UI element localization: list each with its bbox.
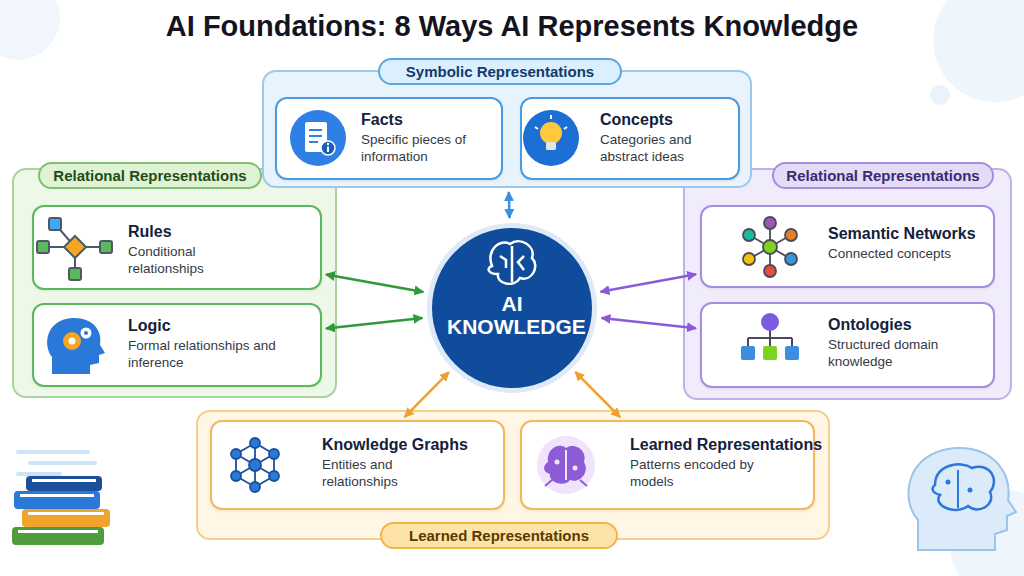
head-illustration-part bbox=[946, 480, 951, 485]
box-description: Structured domain knowledge bbox=[828, 337, 968, 371]
hub-circle-ring bbox=[427, 223, 597, 393]
box-description: Categories and abstract ideas bbox=[600, 132, 718, 166]
concept-box: ConceptsCategories and abstract ideas bbox=[520, 97, 740, 180]
head-illustration-part bbox=[957, 470, 959, 508]
concept-box: Semantic NetworksConnected concepts bbox=[700, 205, 995, 288]
concept-box: RulesConditional relationships bbox=[32, 205, 322, 290]
head-illustration-part bbox=[908, 448, 1016, 550]
box-heading: Rules bbox=[128, 223, 238, 241]
head-illustration-part bbox=[968, 488, 973, 493]
group-band: Relational RepresentationsSemantic Netwo… bbox=[683, 168, 1012, 400]
background-blob-part bbox=[950, 490, 1024, 576]
head-illustration-part bbox=[933, 464, 994, 510]
box-description: Specific pieces of information bbox=[361, 132, 473, 166]
decor-lines-part bbox=[30, 461, 95, 465]
text-wrap: OntologiesStructured domain knowledge bbox=[828, 316, 968, 371]
book-stack-part bbox=[18, 530, 98, 533]
book-stack bbox=[12, 476, 110, 545]
group-band: Relational RepresentationsRulesCondition… bbox=[12, 168, 337, 398]
box-heading: Concepts bbox=[600, 111, 718, 129]
box-heading: Knowledge Graphs bbox=[322, 436, 468, 454]
text-wrap: ConceptsCategories and abstract ideas bbox=[600, 111, 718, 166]
concept-box: Learned RepresentationsPatterns encoded … bbox=[520, 420, 815, 510]
group-heading: Symbolic Representations bbox=[378, 58, 622, 85]
box-heading: Ontologies bbox=[828, 316, 968, 334]
group-heading: Relational Representations bbox=[38, 162, 262, 189]
box-heading: Semantic Networks bbox=[828, 225, 978, 243]
text-wrap: LogicFormal relationships and inference bbox=[128, 317, 278, 372]
book-stack-part bbox=[28, 512, 104, 515]
box-description: Connected concepts bbox=[828, 246, 978, 263]
book-stack-part bbox=[20, 494, 94, 497]
text-wrap: Semantic NetworksConnected concepts bbox=[828, 225, 978, 263]
box-heading: Facts bbox=[361, 111, 473, 129]
background-blob-part bbox=[933, 0, 1024, 102]
connector-arrow bbox=[508, 192, 511, 218]
concept-box: LogicFormal relationships and inference bbox=[32, 303, 322, 387]
hub-label: AI KNOWLEDGE bbox=[447, 292, 577, 338]
concept-box: Knowledge GraphsEntities and relationshi… bbox=[210, 420, 505, 510]
head-illustration bbox=[908, 448, 1016, 550]
book-stack-part bbox=[22, 509, 110, 527]
decor-lines-part bbox=[18, 472, 60, 476]
connector-arrow bbox=[326, 274, 424, 292]
book-stack-part bbox=[14, 491, 100, 509]
connector-arrow bbox=[602, 318, 697, 328]
concept-box: OntologiesStructured domain knowledge bbox=[700, 302, 995, 388]
text-wrap: Knowledge GraphsEntities and relationshi… bbox=[322, 436, 468, 491]
group-heading: Learned Representations bbox=[380, 522, 618, 549]
box-description: Formal relationships and inference bbox=[128, 338, 278, 372]
group-heading: Relational Representations bbox=[772, 162, 994, 189]
group-band: Learned Representations Knowledge GraphsE… bbox=[196, 410, 830, 540]
text-wrap: FactsSpecific pieces of information bbox=[361, 111, 473, 166]
concept-box: FactsSpecific pieces of information bbox=[275, 97, 503, 180]
book-stack-part bbox=[26, 476, 102, 491]
book-stack-part bbox=[12, 527, 104, 545]
background-blob-part bbox=[0, 0, 60, 60]
hub-circle-fill bbox=[432, 228, 592, 388]
decor-lines-part bbox=[18, 450, 88, 454]
connector-arrow bbox=[326, 318, 423, 329]
group-band: Symbolic RepresentationsFactsSpecific pi… bbox=[262, 70, 752, 188]
box-description: Entities and relationships bbox=[322, 457, 432, 491]
text-wrap: RulesConditional relationships bbox=[128, 223, 238, 278]
box-description: Conditional relationships bbox=[128, 244, 238, 278]
box-heading: Learned Representations bbox=[630, 436, 822, 454]
decor-lines bbox=[18, 452, 95, 474]
box-heading: Logic bbox=[128, 317, 278, 335]
book-stack-part bbox=[32, 479, 96, 482]
diagram-title: AI Foundations: 8 Ways AI Represents Kno… bbox=[0, 10, 1024, 43]
connector-arrow bbox=[601, 274, 697, 292]
box-description: Patterns encoded by models bbox=[630, 457, 760, 491]
text-wrap: Learned RepresentationsPatterns encoded … bbox=[630, 436, 822, 491]
hub-circle: AI KNOWLEDGE bbox=[426, 222, 598, 394]
background-blob-part bbox=[930, 85, 950, 105]
